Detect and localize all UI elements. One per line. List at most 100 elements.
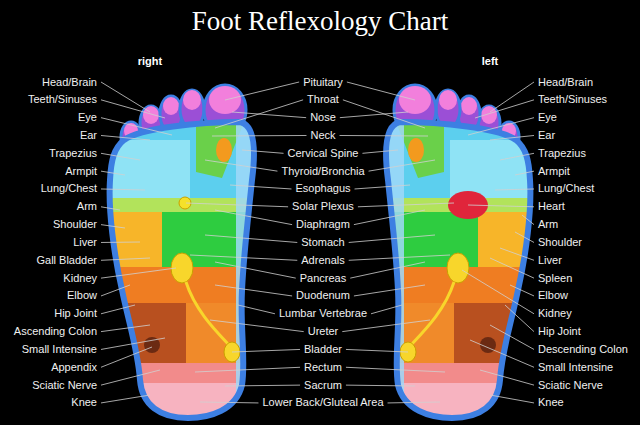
organ-label: Heart: [538, 200, 565, 213]
organ-label: Hip Joint: [54, 307, 97, 320]
organ-label: Adrenals: [301, 254, 344, 267]
leader-line: [475, 100, 534, 118]
leader-line: [225, 82, 299, 100]
organ-label: Throat: [307, 93, 339, 106]
organ-label: Trapezius: [49, 147, 97, 160]
leader-line: [495, 189, 534, 190]
leader-line: [101, 242, 140, 243]
leader-line: [505, 305, 534, 332]
leader-line: [480, 370, 534, 385]
organ-label: Head/Brain: [538, 76, 593, 89]
leader-line: [101, 82, 150, 112]
leader-line: [500, 248, 534, 260]
leader-line: [340, 112, 408, 118]
leader-line: [358, 203, 454, 207]
organ-label: Trapezius: [538, 147, 586, 160]
leader-line: [349, 235, 435, 242]
leader-line: [346, 367, 445, 372]
chart-title: Foot Reflexology Chart: [0, 5, 640, 37]
leader-line: [369, 160, 435, 171]
leader-line: [468, 118, 534, 135]
leader-line: [101, 285, 130, 296]
leader-line: [510, 285, 534, 296]
organ-label: Ear: [80, 129, 97, 142]
leader-line: [462, 270, 534, 314]
leader-line: [354, 285, 425, 296]
leader-line: [470, 340, 534, 367]
leader-line: [210, 320, 304, 332]
leader-line: [205, 160, 277, 171]
leader-line: [101, 189, 145, 190]
organ-label: Eye: [78, 111, 97, 124]
organ-label: Spleen: [538, 272, 572, 285]
organ-label: Ascending Colon: [14, 325, 97, 338]
organ-label: Pancreas: [300, 272, 346, 285]
leader-line: [371, 305, 402, 314]
organ-label: Shoulder: [53, 218, 97, 231]
organ-label: Small Intensine: [22, 343, 97, 356]
organ-label: Armpit: [65, 165, 97, 178]
leader-line: [346, 385, 415, 387]
leader-line: [101, 305, 135, 314]
organ-label: Lumbar Vertebrae: [279, 307, 367, 320]
foot-side-label: right: [138, 55, 162, 68]
organ-label: Esophagus: [295, 182, 350, 195]
organ-label: Pituitary: [303, 76, 343, 89]
foot-side-label: left: [482, 55, 499, 68]
organ-label: Hip Joint: [538, 325, 581, 338]
organ-label: Lung/Chest: [538, 182, 594, 195]
leader-line: [225, 385, 300, 387]
leader-line: [200, 402, 258, 404]
leader-line: [101, 135, 150, 140]
organ-label: Knee: [538, 396, 564, 409]
organ-label: Solar Plexus: [292, 200, 354, 213]
leader-line: [101, 100, 165, 118]
leader-line: [388, 402, 440, 404]
leader-line: [346, 349, 408, 352]
leader-line: [205, 235, 297, 242]
leader-line: [101, 118, 172, 135]
leader-line: [232, 349, 300, 352]
organ-label: Liver: [73, 236, 97, 249]
leader-line: [350, 262, 425, 278]
leader-line: [101, 153, 140, 160]
leader-line: [190, 255, 297, 260]
organ-label: Teeth/Sinuses: [28, 93, 97, 106]
organ-label: Lung/Chest: [41, 182, 97, 195]
organ-label: Shoulder: [538, 236, 582, 249]
organ-label: Elbow: [538, 289, 568, 302]
organ-label: Nose: [310, 111, 336, 124]
leader-line: [186, 203, 288, 207]
leader-line: [490, 395, 534, 403]
organ-label: Kidney: [538, 307, 572, 320]
leader-line: [215, 262, 296, 278]
leader-line: [101, 347, 152, 367]
leader-line: [515, 171, 534, 175]
organ-label: Diaphragm: [296, 218, 350, 231]
organ-label: Small Intensine: [538, 361, 613, 374]
organ-label: Bladder: [304, 343, 342, 356]
organ-label: Elbow: [67, 289, 97, 302]
leader-line: [490, 325, 534, 349]
leader-line: [101, 325, 150, 332]
organ-label: Kidney: [63, 272, 97, 285]
leader-line: [195, 367, 300, 372]
leader-line: [340, 135, 428, 137]
organ-label: Ear: [538, 129, 555, 142]
organ-label: Eye: [538, 111, 557, 124]
leader-line: [230, 185, 291, 189]
organ-label: Armpit: [538, 165, 570, 178]
leader-line: [522, 215, 534, 225]
leader-line: [242, 150, 284, 153]
leader-line: [101, 171, 125, 175]
organ-label: Sciatic Nerve: [32, 379, 97, 392]
organ-label: Descending Colon: [538, 343, 628, 356]
leader-line: [468, 205, 534, 207]
organ-label: Sciatic Nerve: [538, 379, 603, 392]
organ-label: Stomach: [301, 236, 344, 249]
leader-line: [490, 258, 534, 278]
organ-label: Arm: [538, 218, 558, 231]
leader-line: [342, 320, 430, 332]
organ-label: Thyroid/Bronchia: [281, 165, 364, 178]
leader-line: [101, 370, 160, 385]
